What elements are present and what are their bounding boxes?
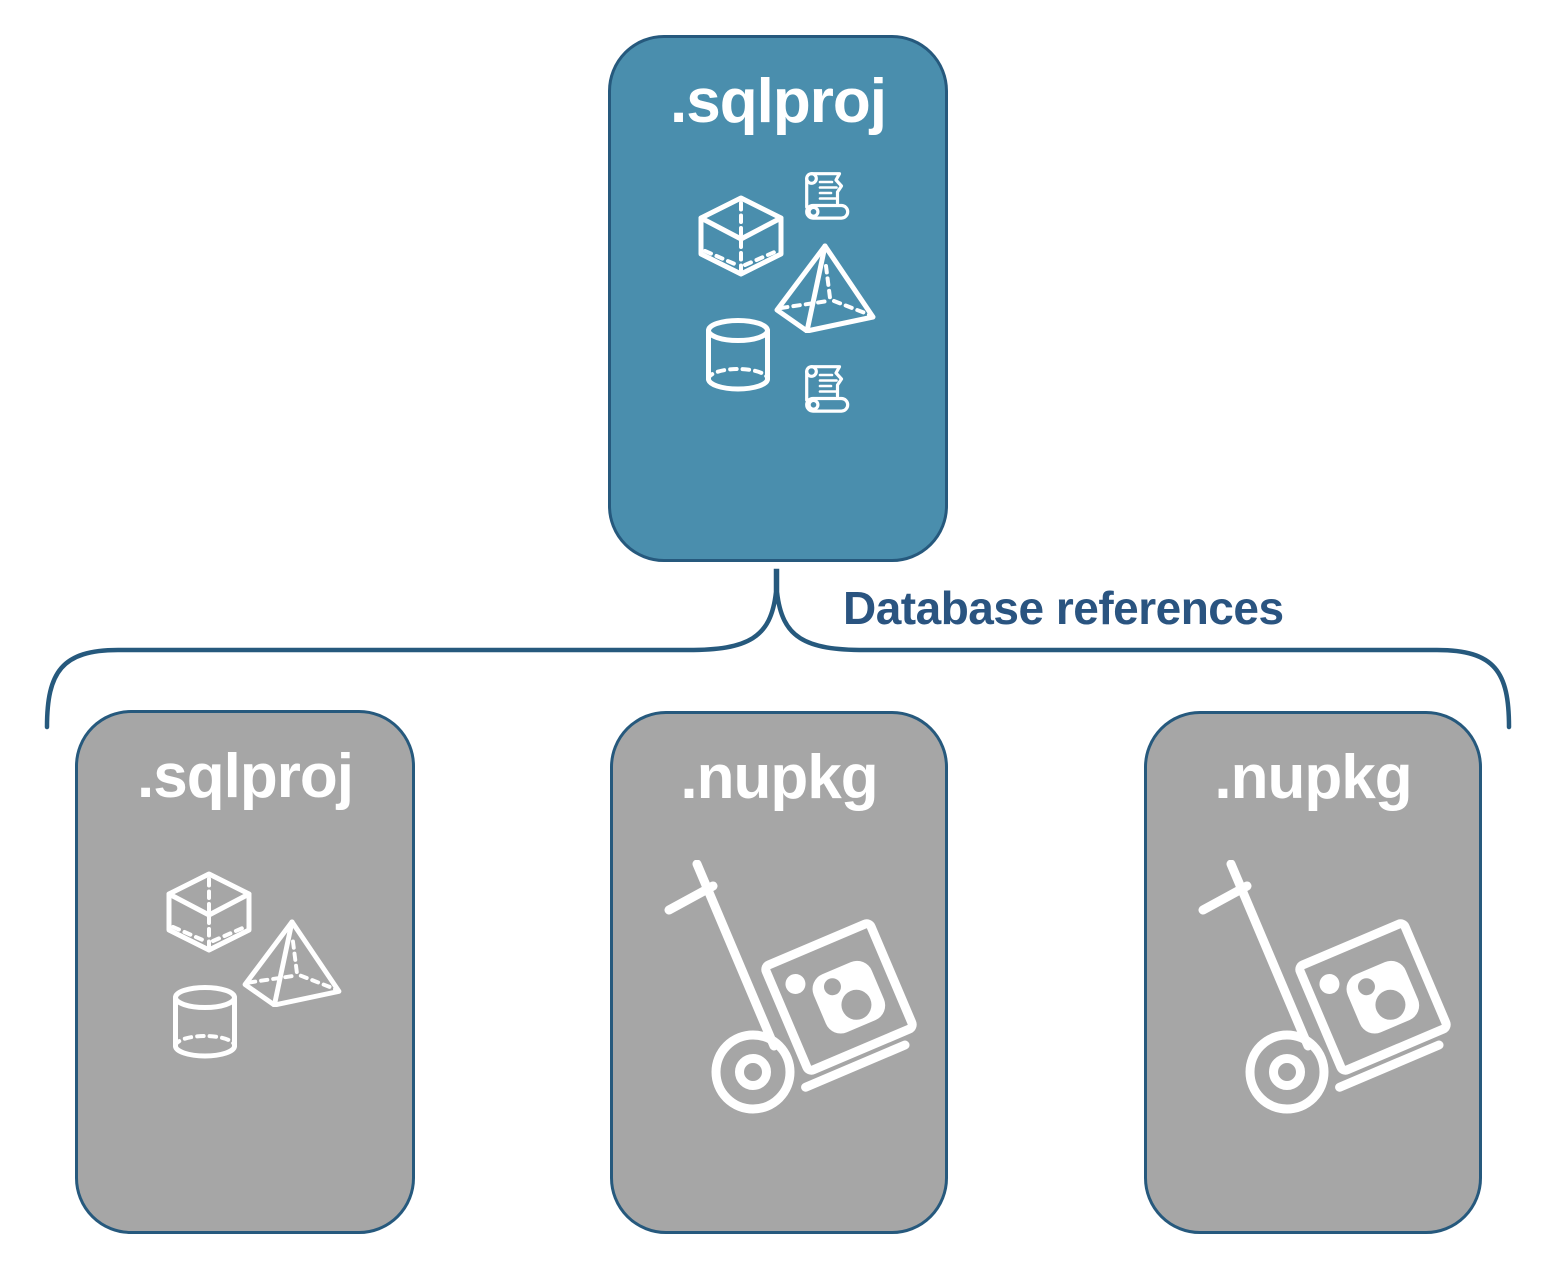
child-box-sqlproj: .sqlproj <box>75 710 415 1234</box>
child-box-nupkg-2-label: .nupkg <box>1214 743 1412 812</box>
child-box-sqlproj-label: .sqlproj <box>137 742 354 811</box>
cylinder-icon <box>705 318 771 394</box>
script-scroll-icon <box>800 169 854 223</box>
script-scroll-icon <box>800 362 854 416</box>
pyramid-icon <box>774 241 876 333</box>
child-box-nupkg-1: .nupkg <box>610 711 948 1234</box>
connector-label: Database references <box>843 582 1284 634</box>
child-box-nupkg-1-label: .nupkg <box>680 743 878 812</box>
root-box-label: .sqlproj <box>670 67 887 136</box>
cube-icon <box>165 870 253 954</box>
pyramid-icon <box>242 917 342 1007</box>
handtruck-package-icon <box>661 860 919 1122</box>
child-box-nupkg-2: .nupkg <box>1144 711 1482 1234</box>
handtruck-package-icon <box>1195 860 1453 1122</box>
cube-icon <box>697 194 785 278</box>
cylinder-icon <box>172 985 238 1061</box>
root-box-sqlproj: .sqlproj <box>608 35 948 562</box>
